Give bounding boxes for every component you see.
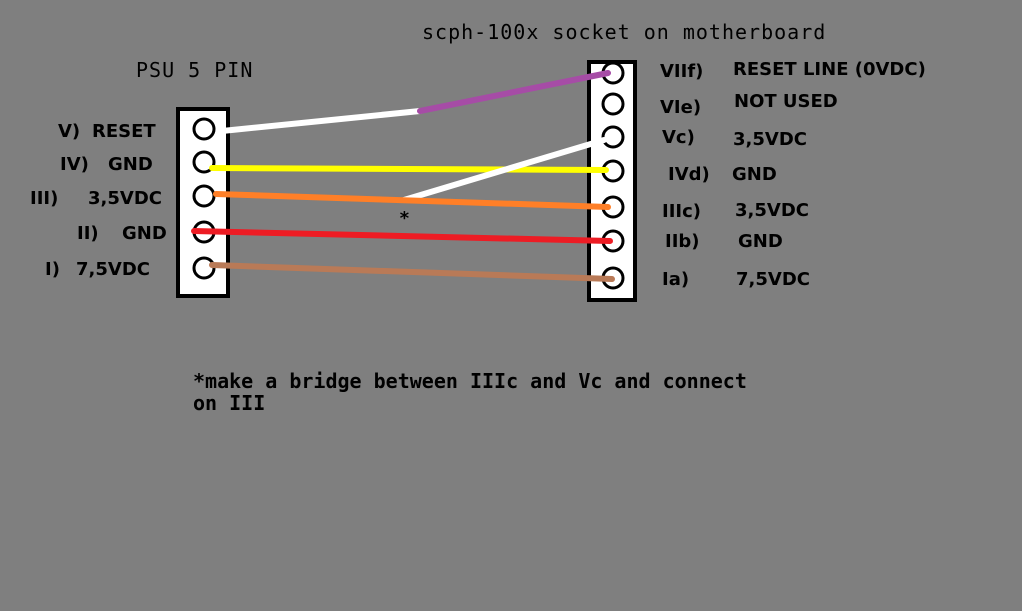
socket-pin-iiic-num: IIIc) — [662, 201, 701, 222]
psu-pin-v-label: RESET — [92, 121, 156, 142]
socket-pin-ivd-num: IVd) — [668, 164, 710, 185]
v35-wire-orange — [213, 191, 611, 210]
socket-pin-vie-num: VIe) — [660, 97, 702, 118]
psu-pin-ii-label: GND — [122, 223, 167, 244]
psu-pin-ii-num: II) — [77, 223, 99, 244]
socket-pin-iib-label: GND — [738, 231, 783, 252]
socket-pin-ia-num: Ia) — [662, 269, 690, 290]
v75-wire-brown — [209, 262, 615, 282]
socket-pin-viif-label: RESET LINE (0VDC) — [733, 59, 926, 80]
psu-pin-i-num: I) — [45, 259, 60, 280]
socket-pin-vc-num: Vc) — [662, 127, 695, 148]
gnd-wire-yellow — [209, 165, 609, 173]
psu-title: PSU 5 PIN — [136, 58, 254, 82]
bridge-note-line-2: on III — [193, 391, 266, 415]
socket-pin-vc-label: 3,5VDC — [733, 129, 807, 150]
psu-pin-iv-num: IV) — [60, 154, 89, 175]
psu-pin-iii — [192, 184, 216, 208]
socket-pin-iib-num: IIb) — [665, 231, 700, 252]
socket-pin-ia-label: 7,5VDC — [736, 269, 810, 290]
psu-pin-v-num: V) — [58, 121, 81, 142]
socket-pin-vie-label: NOT USED — [734, 91, 838, 112]
socket-pin-vc — [601, 125, 625, 149]
reset-wire-purple — [417, 70, 611, 114]
psu-pin-iii-num: III) — [30, 188, 59, 209]
psu-pin-i-label: 7,5VDC — [76, 259, 150, 280]
psu-pin-v — [192, 117, 216, 141]
reset-wire-white — [219, 108, 423, 134]
bridge-note-line-1: *make a bridge between IIIc and Vc and c… — [193, 369, 747, 393]
bridge-wire-white — [401, 137, 607, 203]
socket-pin-viif-num: VIIf) — [660, 61, 704, 82]
socket-pin-iiic-label: 3,5VDC — [735, 200, 809, 221]
psu-pin-i — [192, 256, 216, 280]
bridge-marker: * — [399, 208, 410, 229]
psu-pin-iv-label: GND — [108, 154, 153, 175]
psu-pin-iv — [192, 150, 216, 174]
gnd-wire-red — [191, 228, 613, 244]
socket-pin-vie — [601, 92, 625, 116]
socket-pin-ivd-label: GND — [732, 164, 777, 185]
socket-title: scph-100x socket on motherboard — [422, 20, 827, 44]
psu-pin-iii-label: 3,5VDC — [88, 188, 162, 209]
